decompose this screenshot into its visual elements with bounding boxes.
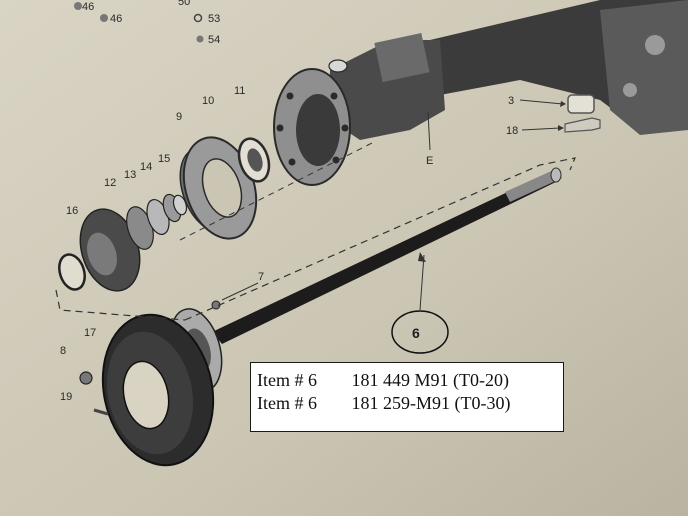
- item-part-number: 181 449 M91 (T0-20): [351, 370, 509, 390]
- part-8-nut: [79, 371, 93, 385]
- callout-54: 54: [208, 34, 220, 46]
- callout-13: 13: [124, 169, 136, 181]
- callout-11: 11: [234, 85, 245, 97]
- callout-18: 18: [506, 125, 518, 137]
- callout-7: 7: [258, 271, 264, 283]
- callout-9: 9: [176, 111, 182, 123]
- callout-e: E: [426, 155, 433, 167]
- part-3-sleeve: [519, 94, 595, 114]
- callout-46: 46: [110, 13, 122, 25]
- callout-12: 12: [104, 177, 116, 189]
- callout-15: 15: [158, 153, 170, 165]
- callout-46-top: 46: [82, 1, 94, 13]
- callout-6-leader: [391, 252, 449, 354]
- callout-8: 8: [60, 345, 66, 357]
- callout-10: 10: [202, 95, 214, 107]
- part-18-fitting: [521, 117, 601, 133]
- callout-3: 3: [508, 95, 514, 107]
- axle-housing: [273, 0, 688, 186]
- part-6-axle-shaft: [212, 167, 562, 344]
- part-17-brake-drum: [101, 313, 215, 467]
- small-parts-top-left: [74, 2, 204, 43]
- item-part-number: 181 259-M91 (T0-30): [351, 393, 511, 413]
- item-label: Item # 6: [257, 370, 317, 390]
- assembly-guide-lines: [55, 111, 576, 321]
- callout-6-circle: [391, 310, 449, 354]
- callout-16: 16: [66, 205, 78, 217]
- callout-6: 6: [412, 325, 420, 341]
- part-11-seal: [237, 137, 271, 183]
- item-label: Item # 6: [257, 393, 317, 413]
- part-number-row: Item # 6 181 449 M91 (T0-20): [257, 369, 563, 392]
- callout-19: 19: [60, 391, 72, 403]
- part-10-ring: [182, 136, 258, 240]
- part-19-bolt: [93, 408, 109, 416]
- callout-53: 53: [208, 13, 220, 25]
- callout-50: 50: [178, 0, 190, 8]
- callout-14: 14: [140, 161, 152, 173]
- part-number-box: Item # 6 181 449 M91 (T0-20) Item # 6 18…: [250, 362, 564, 432]
- callout-17: 17: [84, 327, 96, 339]
- hub-assembly: [58, 193, 188, 292]
- part-number-row: Item # 6 181 259-M91 (T0-30): [257, 392, 563, 415]
- part-7-bolt: [211, 282, 259, 310]
